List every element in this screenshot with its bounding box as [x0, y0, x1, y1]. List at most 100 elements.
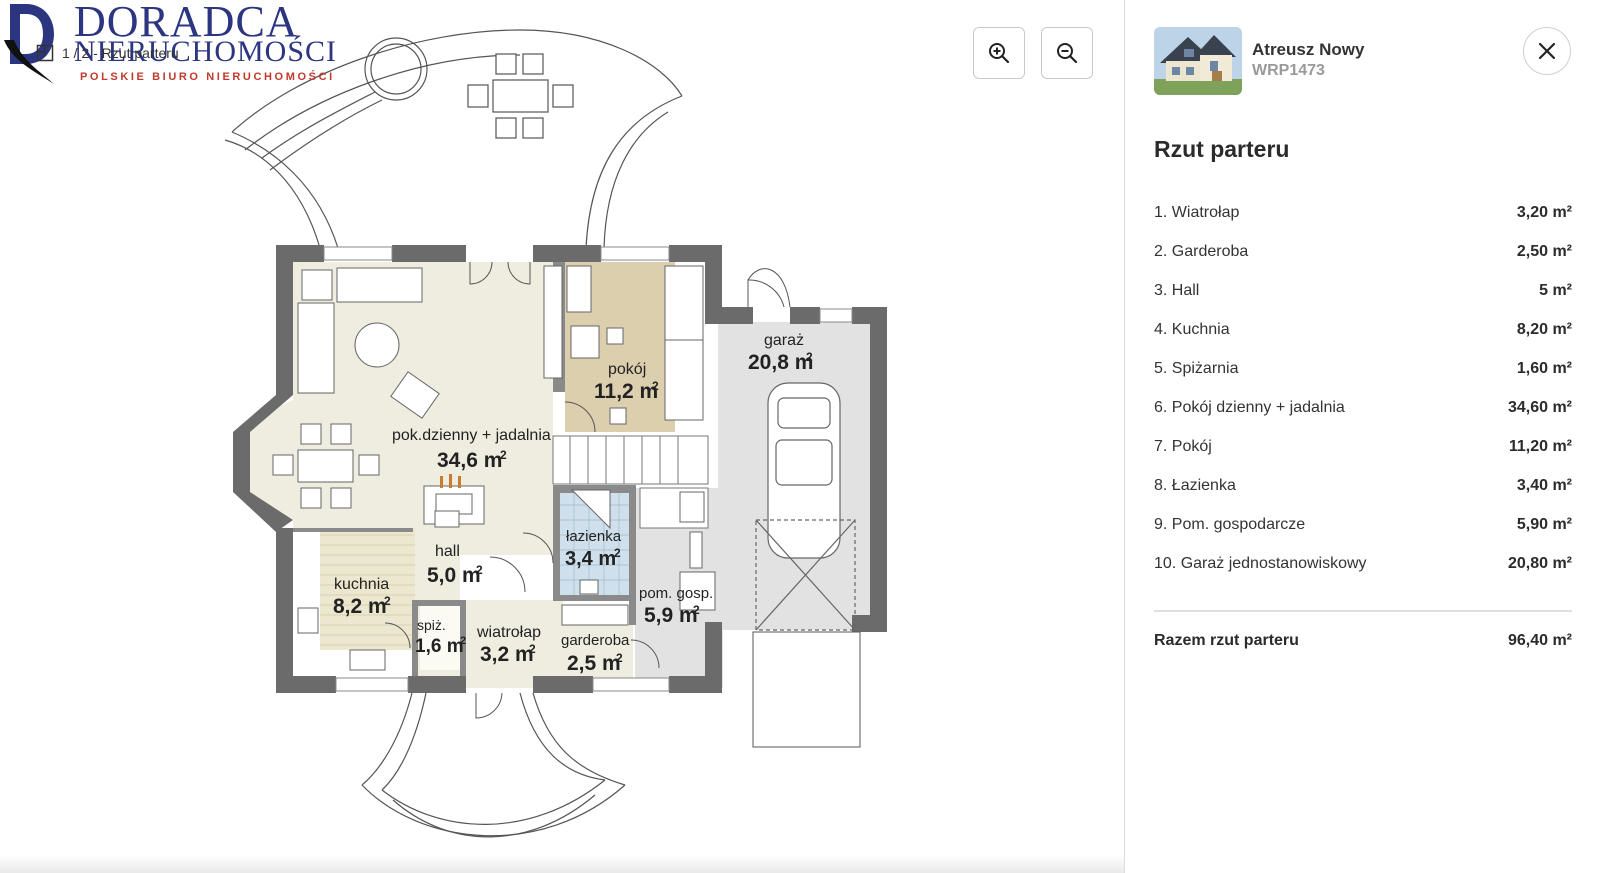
label-sup: 2: [460, 635, 466, 647]
list-item: 5. Spiżarnia 1,60 m²: [1154, 360, 1572, 399]
floorplan-icon: [36, 44, 54, 62]
breadcrumb-text: 1 / 2 - Rzut parteru: [62, 45, 179, 61]
house-thumbnail-icon: [1154, 27, 1242, 95]
label-sup: 2: [476, 563, 483, 577]
room-name: 3. Hall: [1154, 282, 1200, 299]
project-name: Atreusz Nowy: [1252, 40, 1365, 59]
label-lazienka-name: łazienka: [566, 528, 622, 545]
project-thumbnail[interactable]: [1154, 27, 1242, 95]
terrace-top: [224, 29, 683, 249]
label-wiatrolap-name: wiatrołap: [476, 624, 541, 641]
brand-logo: DORADCA NIERUCHOMOŚCI POLSKIE BIURO NIER…: [0, 0, 336, 90]
list-item: 10. Garaż jednostanowiskowy 20,80 m²: [1154, 555, 1572, 594]
room-area: 5 m²: [1539, 282, 1572, 299]
project-code: WRP1473: [1252, 62, 1325, 79]
room-area: 20,80 m²: [1507, 555, 1572, 572]
label-garaz-name: garaż: [764, 332, 804, 349]
label-kuchnia-area: 8,2 m: [333, 595, 387, 618]
viewer-bottom-shadow: [0, 855, 1124, 873]
terrace-bottom: [361, 692, 626, 838]
label-living-name: pok.dzienny + jadalnia: [392, 427, 551, 444]
label-living-area: 34,6 m: [437, 449, 502, 472]
label-wiatrolap-area: 3,2 m: [480, 643, 534, 666]
floor-plan: pok.dzienny + jadalnia 34,6 m 2 pokój 11…: [224, 29, 887, 838]
brand-name-line2: NIERUCHOMOŚCI: [74, 35, 338, 68]
room-area: 2,50 m²: [1516, 243, 1572, 260]
windows: [323, 246, 853, 692]
label-sup: 2: [384, 594, 391, 608]
furniture: [272, 265, 716, 671]
total-divider: [1154, 610, 1572, 612]
label-garaz-area: 20,8 m: [748, 351, 813, 374]
label-sup: 2: [652, 379, 659, 393]
car-icon: [755, 382, 856, 631]
room-name: 4. Kuchnia: [1154, 321, 1230, 338]
doors: [384, 261, 861, 748]
zoom-out-icon: [1057, 43, 1078, 64]
zoom-in-icon: [989, 43, 1010, 64]
plan-viewer[interactable]: pok.dzienny + jadalnia 34,6 m 2 pokój 11…: [0, 0, 1124, 873]
room-area: 34,60 m²: [1507, 399, 1572, 416]
room-name: 10. Garaż jednostanowiskowy: [1154, 555, 1367, 572]
label-hall-name: hall: [435, 543, 460, 560]
total-area: 96,40 m²: [1507, 632, 1572, 649]
label-sup: 2: [529, 642, 536, 656]
list-item: 6. Pokój dzienny + jadalnia 34,60 m²: [1154, 399, 1572, 438]
room-name: 6. Pokój dzienny + jadalnia: [1154, 399, 1345, 416]
fireplace-icon: [440, 474, 461, 488]
list-item: 3. Hall 5 m²: [1154, 282, 1572, 321]
brand-tagline: POLSKIE BIURO NIERUCHOMOŚCI: [80, 71, 335, 83]
kitchen-floor: [320, 528, 415, 650]
total-row: Razem rzut parteru 96,40 m²: [1154, 632, 1572, 650]
label-sup: 2: [500, 448, 507, 462]
label-spiz-name: spiż.: [417, 617, 446, 633]
details-panel: Atreusz Nowy WRP1473 Rzut parteru 1. Wia…: [1125, 0, 1600, 873]
label-spiz-area: 1,6 m: [415, 636, 464, 657]
room-name: 2. Garderoba: [1154, 243, 1249, 260]
label-garderoba-name: garderoba: [561, 632, 630, 649]
room-name: 5. Spiżarnia: [1154, 360, 1239, 377]
label-kuchnia-name: kuchnia: [334, 576, 389, 593]
label-gosp-area: 5,9 m: [644, 604, 698, 627]
label-pokoj-area: 11,2 m: [594, 380, 658, 403]
list-item: 9. Pom. gospodarcze 5,90 m²: [1154, 516, 1572, 555]
list-item: 1. Wiatrołap 3,20 m²: [1154, 204, 1572, 243]
wiatrolap-floor: [466, 600, 563, 688]
room-name: 7. Pokój: [1154, 438, 1212, 455]
brand-name: DORADCA: [74, 0, 299, 46]
zoom-in-button[interactable]: [973, 27, 1025, 79]
logo-mark-icon: [4, 4, 54, 84]
room-area: 3,20 m²: [1516, 204, 1572, 221]
total-label: Razem rzut parteru: [1154, 632, 1299, 649]
list-item: 4. Kuchnia 8,20 m²: [1154, 321, 1572, 360]
room-name: 1. Wiatrołap: [1154, 204, 1240, 221]
label-sup: 2: [614, 546, 621, 560]
close-button[interactable]: [1523, 27, 1571, 75]
zoom-out-button[interactable]: [1041, 27, 1093, 79]
room-area: 1,60 m²: [1516, 360, 1572, 377]
label-sup: 2: [616, 651, 623, 665]
room-area: 3,40 m²: [1516, 477, 1572, 494]
panel-title: Rzut parteru: [1154, 136, 1290, 162]
label-hall-area: 5,0 m: [427, 564, 481, 587]
list-item: 7. Pokój 11,20 m²: [1154, 438, 1572, 477]
room-area: 8,20 m²: [1516, 321, 1572, 338]
label-sup: 2: [806, 350, 813, 364]
kitchen-stripes: [320, 534, 415, 646]
label-sup: 2: [693, 603, 700, 617]
room-area: 5,90 m²: [1516, 516, 1572, 533]
room-name: 8. Łazienka: [1154, 477, 1236, 494]
panel-divider: [1124, 0, 1125, 873]
list-item: 8. Łazienka 3,40 m²: [1154, 477, 1572, 516]
label-pokoj-name: pokój: [608, 361, 646, 378]
label-gosp-name: pom. gosp.: [639, 585, 713, 602]
label-lazienka-area: 3,4 m: [565, 548, 616, 570]
label-garderoba-area: 2,5 m: [567, 652, 621, 675]
room-area: 11,20 m²: [1508, 438, 1572, 455]
room-name: 9. Pom. gospodarcze: [1154, 516, 1306, 533]
breadcrumb: 1 / 2 - Rzut parteru: [36, 44, 179, 62]
terrace-table: [467, 53, 574, 139]
spiz-floor: [420, 600, 464, 670]
close-icon: [1538, 42, 1556, 60]
